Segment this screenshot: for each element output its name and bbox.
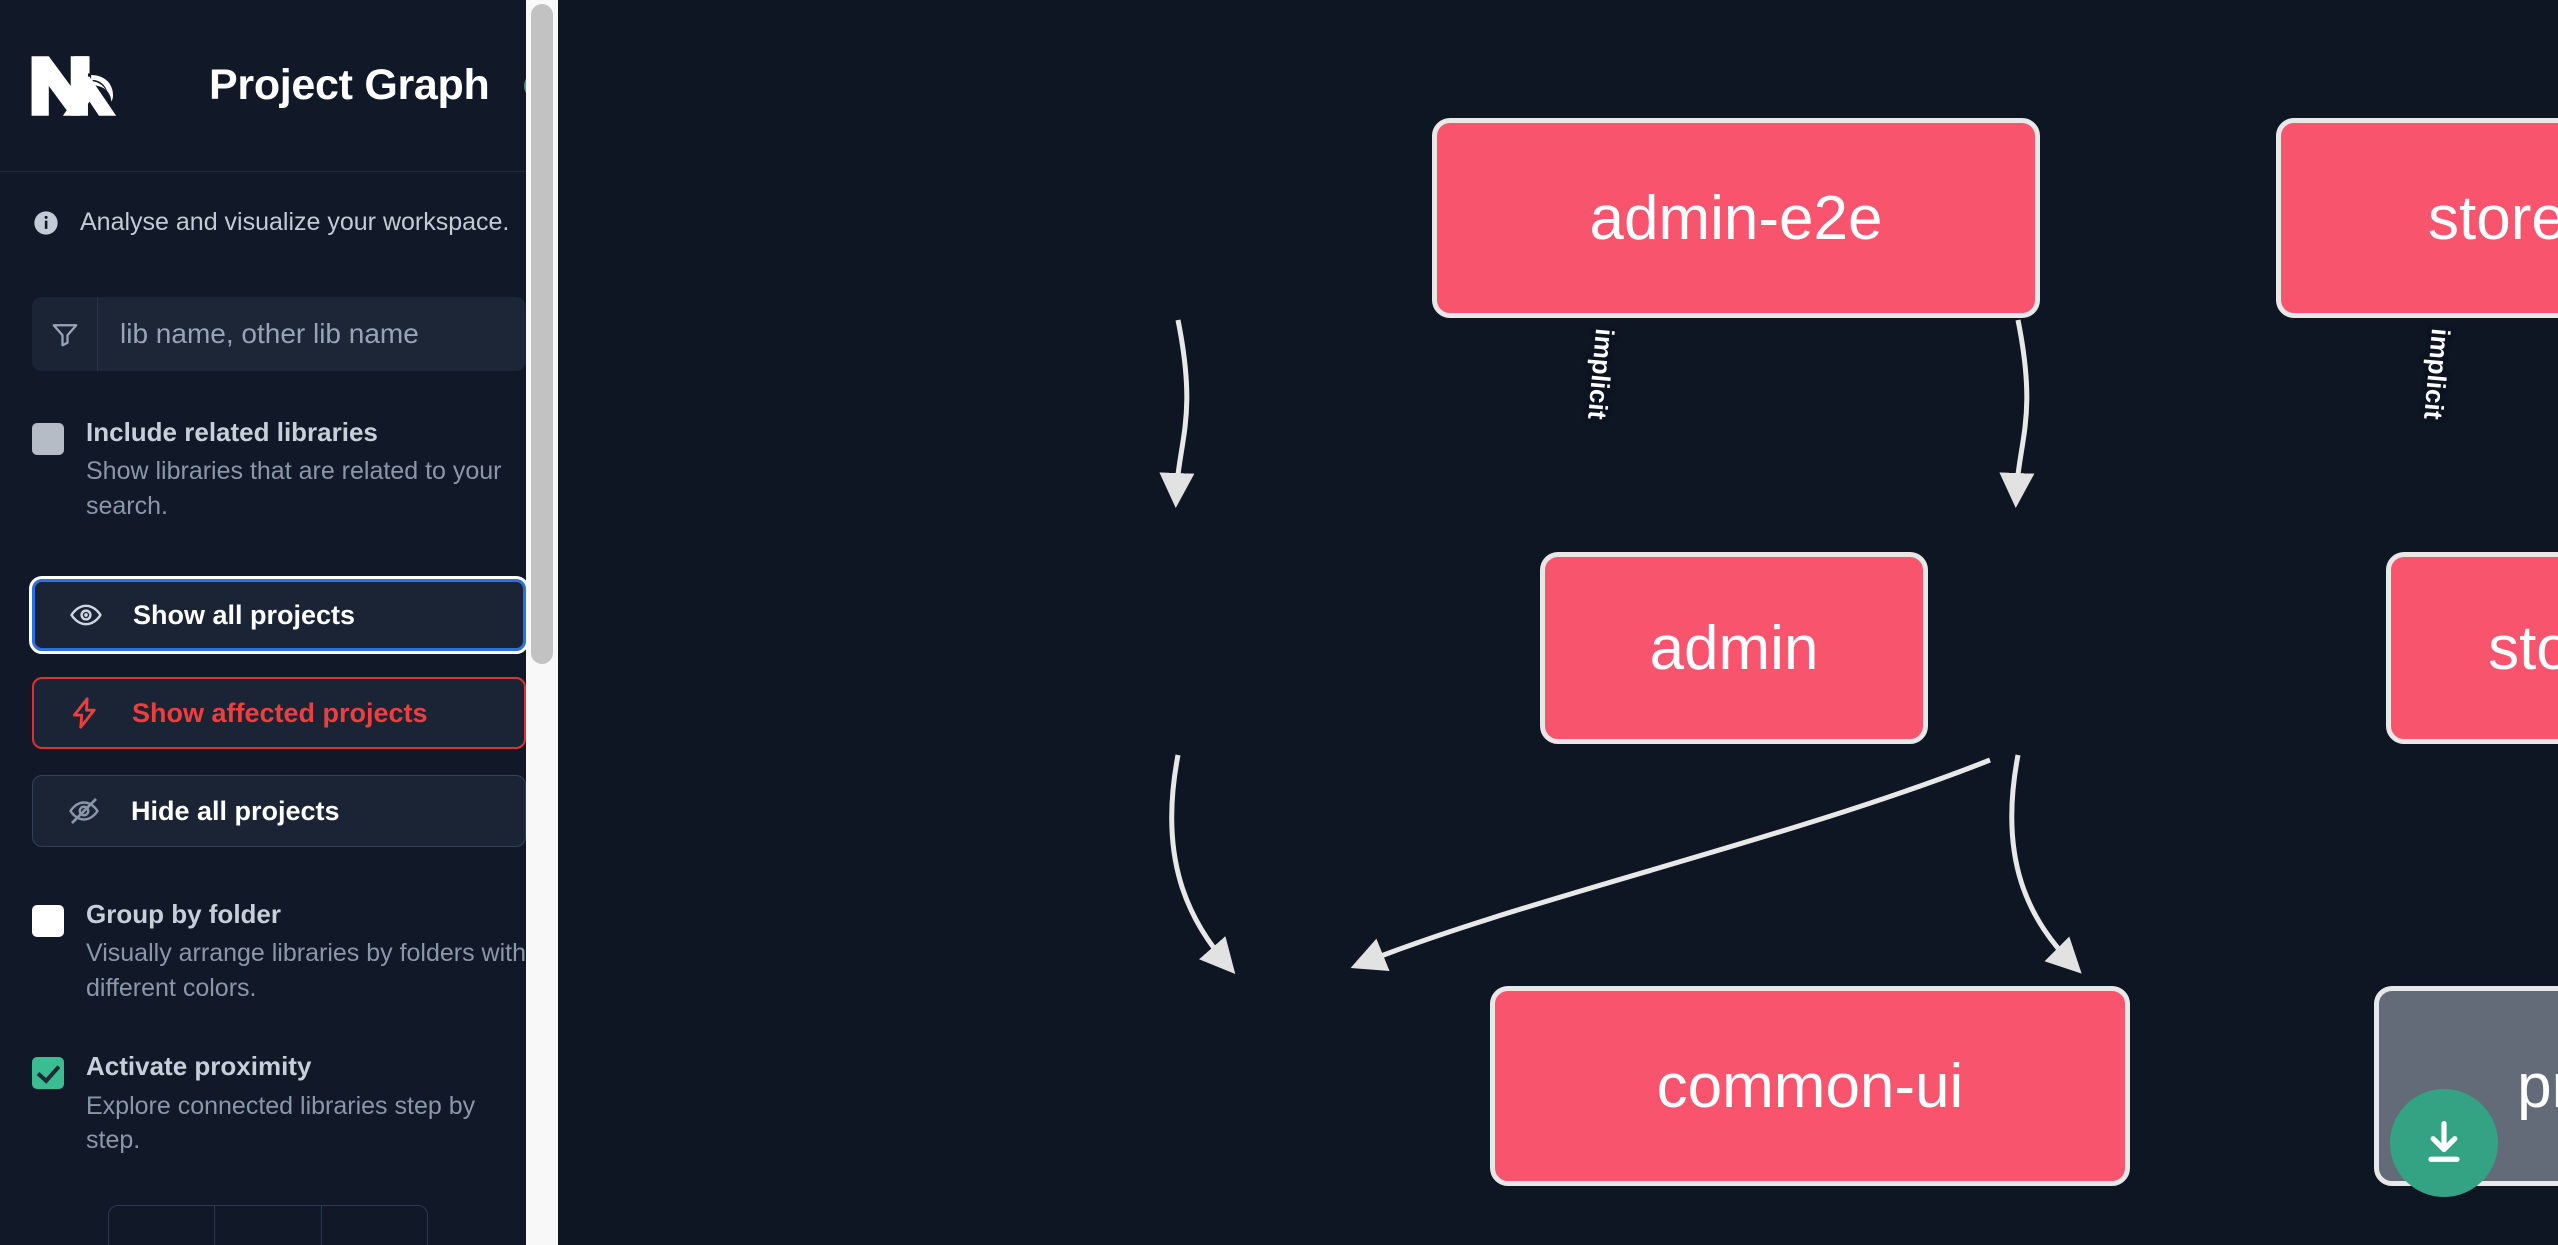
graph-node-label: store <box>2488 613 2558 683</box>
edge-admin-e2e-admin <box>1159 319 1195 508</box>
activate-proximity-label: Activate proximity <box>86 1051 312 1082</box>
sidebar-body: Analyse and visualize your workspace. In… <box>0 208 558 1158</box>
download-image-button[interactable] <box>2390 1089 2498 1197</box>
activate-proximity-description: Explore connected libraries step by step… <box>86 1091 476 1155</box>
filter-box[interactable] <box>32 297 526 371</box>
graph-node-common-ui[interactable]: common-ui <box>1490 986 2130 1186</box>
graph-node-label: store-e2e <box>2428 183 2558 253</box>
sidebar-scrollbar-thumb[interactable] <box>531 4 553 664</box>
workspace-info: Analyse and visualize your workspace. <box>32 208 526 237</box>
page-title: Project Graph <box>209 61 490 109</box>
edge-store-products <box>2009 754 2082 974</box>
show-all-projects-label: Show all projects <box>133 599 356 630</box>
show-affected-projects-label: Show affected projects <box>132 697 428 728</box>
include-related-libraries-checkbox[interactable] <box>32 423 64 455</box>
group-by-folder-description: Visually arrange libraries by folders wi… <box>86 939 527 1002</box>
edge-admin-common-ui <box>1169 754 1236 975</box>
graph-node-label: admin <box>1649 613 1819 683</box>
edge-store-e2e-store <box>1999 319 2035 508</box>
proximity-step-value[interactable] <box>215 1206 322 1245</box>
info-icon <box>32 209 60 237</box>
eye-icon <box>67 596 105 634</box>
graph-node-label: products <box>2517 1051 2558 1121</box>
eye-off-icon <box>65 792 103 830</box>
download-icon <box>2428 1120 2460 1162</box>
graph-node-label: common-ui <box>1656 1051 1964 1121</box>
filter-icon <box>32 297 98 371</box>
group-by-folder-checkbox[interactable] <box>32 905 64 938</box>
nx-logo <box>30 53 124 119</box>
activate-proximity-option[interactable]: Activate proximity Explore connected lib… <box>32 1051 526 1157</box>
graph-canvas[interactable]: admin-e2e store-e2e admin store common-u… <box>558 0 2558 1245</box>
proximity-step-control[interactable] <box>108 1205 428 1245</box>
sidebar-header: Project Graph <box>0 0 558 172</box>
graph-node-store-e2e[interactable]: store-e2e <box>2276 118 2558 318</box>
graph-node-store[interactable]: store <box>2386 552 2558 744</box>
sidebar: Project Graph Analyse and visualize your… <box>0 0 558 1245</box>
proximity-step-increase[interactable] <box>322 1206 427 1245</box>
graph-node-label: admin-e2e <box>1589 183 1883 253</box>
include-related-libraries-label: Include related libraries <box>86 417 378 447</box>
edge-store-common-ui <box>1350 757 1991 972</box>
hide-all-projects-button[interactable]: Hide all projects <box>32 775 526 848</box>
include-related-libraries-option[interactable]: Include related libraries Show libraries… <box>32 417 526 523</box>
show-all-projects-button[interactable]: Show all projects <box>29 576 529 655</box>
graph-node-admin[interactable]: admin <box>1540 552 1928 744</box>
graph-edges <box>1159 319 2082 975</box>
activate-proximity-checkbox[interactable] <box>32 1057 64 1090</box>
group-by-folder-option[interactable]: Group by folder Visually arrange librari… <box>32 899 526 1005</box>
search-input[interactable] <box>98 297 526 371</box>
workspace-info-text: Analyse and visualize your workspace. <box>80 208 510 236</box>
graph-node-admin-e2e[interactable]: admin-e2e <box>1432 118 2040 318</box>
show-affected-projects-button[interactable]: Show affected projects <box>32 677 526 750</box>
proximity-step-decrease[interactable] <box>109 1206 216 1245</box>
lightning-icon <box>66 694 104 732</box>
group-by-folder-label: Group by folder <box>86 899 281 930</box>
hide-all-projects-label: Hide all projects <box>131 795 340 826</box>
sidebar-scrollbar[interactable] <box>526 0 558 1245</box>
include-related-libraries-description: Show libraries that are related to your … <box>86 457 502 520</box>
